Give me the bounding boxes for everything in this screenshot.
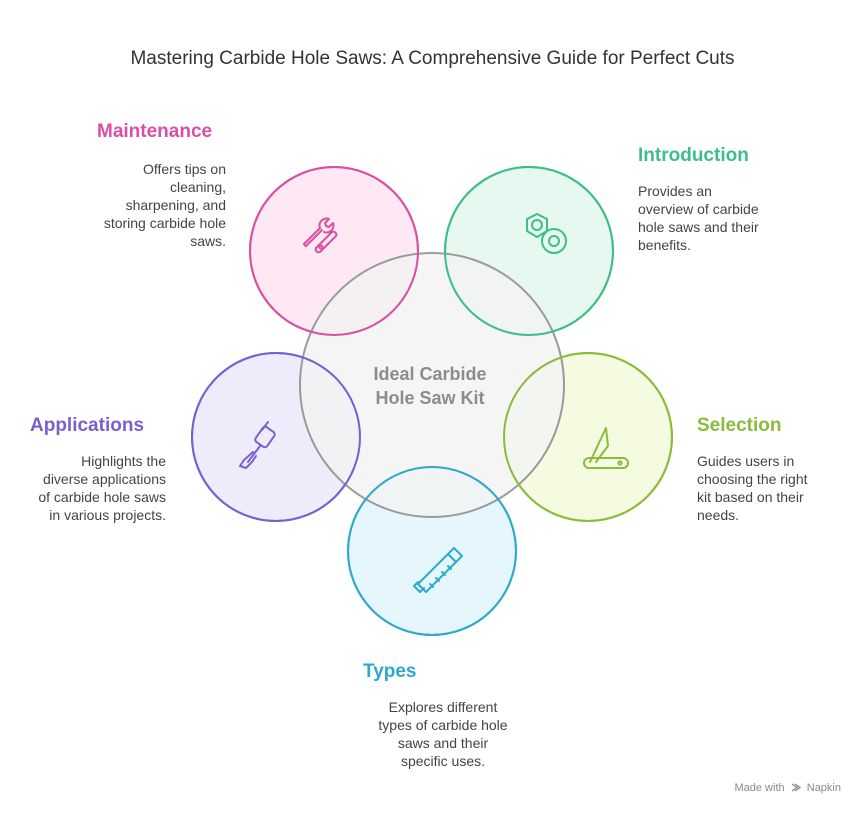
hand-saw-icon	[413, 547, 463, 593]
desc-line: hole saws and their	[638, 219, 759, 235]
napkin-watermark: Made with Napkin	[734, 782, 841, 794]
maintenance-description: Offers tips on cleaning, sharpening, and…	[70, 160, 226, 250]
selection-description: Guides users in choosing the right kit b…	[697, 452, 847, 524]
desc-line: cleaning,	[169, 179, 226, 195]
applications-description: Highlights the diverse applications of c…	[20, 452, 166, 524]
desc-line: storing carbide hole	[103, 215, 226, 231]
desc-line: of carbide hole saws	[38, 489, 166, 505]
desc-line: Offers tips on	[142, 161, 226, 177]
desc-line: types of carbide hole	[378, 717, 508, 733]
desc-line: in various projects.	[49, 507, 166, 523]
center-label-line-1: Ideal Carbide	[373, 364, 487, 384]
desc-line: specific uses.	[400, 753, 486, 769]
desc-line: overview of carbide	[638, 201, 759, 217]
center-circle	[299, 252, 565, 518]
center-label-line-2: Hole Saw Kit	[375, 388, 485, 408]
napkin-logo-icon	[791, 783, 801, 792]
desc-line: benefits.	[638, 237, 691, 253]
desc-line: Provides an	[638, 183, 712, 199]
introduction-label: Introduction	[638, 145, 749, 166]
center-label: Ideal Carbide Hole Saw Kit	[345, 362, 515, 410]
introduction-description: Provides an overview of carbide hole saw…	[638, 182, 808, 254]
selection-label: Selection	[697, 415, 782, 436]
applications-label: Applications	[30, 415, 145, 436]
desc-line: Highlights the	[81, 453, 166, 469]
desc-line: saws and their	[397, 735, 489, 751]
desc-line: kit based on their	[697, 489, 804, 505]
page-title: Mastering Carbide Hole Saws: A Comprehen…	[130, 48, 735, 69]
desc-line: Explores different	[388, 699, 498, 715]
watermark-prefix: Made with	[734, 782, 785, 794]
nut-washer-icon	[526, 213, 567, 254]
types-description: Explores different types of carbide hole…	[350, 698, 536, 770]
pocket-knife-icon	[583, 427, 629, 469]
wrench-icon	[303, 217, 338, 254]
desc-line: sharpening, and	[125, 197, 226, 213]
plunger-icon	[239, 421, 276, 469]
desc-line: needs.	[697, 507, 740, 523]
desc-line: saws.	[190, 233, 226, 249]
desc-line: choosing the right	[697, 471, 808, 487]
maintenance-label: Maintenance	[97, 121, 213, 142]
desc-line: diverse applications	[43, 471, 166, 487]
types-label: Types	[363, 661, 417, 682]
desc-line: Guides users in	[697, 453, 795, 469]
watermark-brand: Napkin	[806, 782, 841, 794]
